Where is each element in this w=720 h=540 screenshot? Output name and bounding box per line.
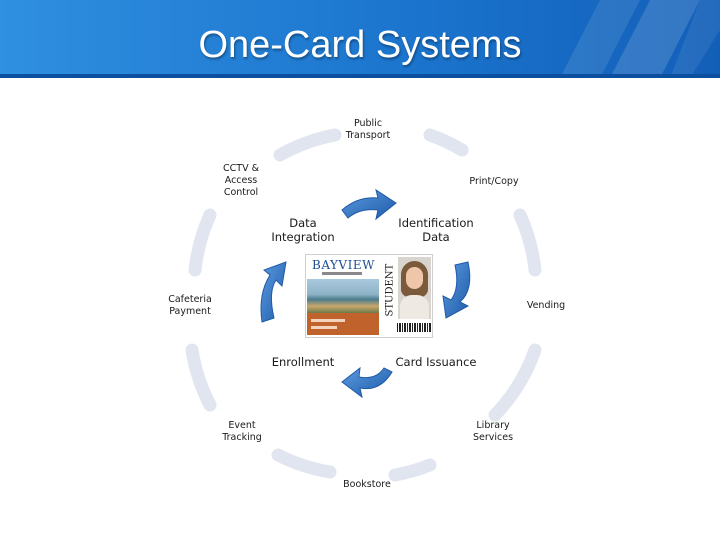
ring-segment	[513, 208, 542, 277]
label-data-integration: Data Integration	[271, 216, 335, 244]
ring-segment	[271, 448, 337, 479]
card-role-text: STUDENT	[384, 263, 396, 317]
ring-segment	[185, 343, 217, 412]
arrow-bottom	[341, 366, 393, 399]
label-enrollment: Enrollment	[271, 355, 335, 369]
ring-segment	[423, 128, 469, 157]
label-event-tracking: Event Tracking	[222, 420, 262, 443]
arrow-right	[442, 261, 471, 319]
cycle-arrows	[260, 188, 471, 399]
card-campus-photo	[307, 279, 379, 313]
student-id-card: BAYVIEW STUDENT	[305, 254, 433, 338]
label-cctv-access-control: CCTV & Access Control	[223, 163, 259, 198]
label-print-copy: Print/Copy	[469, 176, 519, 187]
ring-segment	[273, 128, 342, 162]
arrow-top	[341, 188, 397, 221]
title-banner: One-Card Systems	[0, 0, 720, 78]
label-identification-data: Identification Data	[398, 216, 474, 244]
label-library-services: Library Services	[472, 420, 514, 443]
arrow-left	[260, 261, 287, 323]
card-name-strip	[307, 313, 379, 335]
card-subtitle-line	[322, 272, 362, 275]
card-barcode	[397, 323, 431, 332]
label-cafeteria-payment: Cafeteria Payment	[168, 294, 212, 317]
ring-segment	[388, 458, 437, 482]
banner-rule	[0, 74, 720, 78]
label-public-transport: Public Transport	[345, 118, 391, 141]
ring-segment	[188, 208, 217, 277]
outer-ring	[185, 128, 542, 482]
label-card-issuance: Card Issuance	[395, 355, 477, 369]
ring-segment	[488, 343, 542, 422]
label-vending: Vending	[526, 300, 566, 311]
card-school-name: BAYVIEW	[312, 258, 375, 272]
page-title: One-Card Systems	[198, 24, 522, 66]
banner-decoration	[560, 0, 720, 78]
card-portrait	[398, 257, 431, 319]
label-bookstore: Bookstore	[343, 479, 391, 490]
card-vertical-band	[382, 255, 396, 337]
